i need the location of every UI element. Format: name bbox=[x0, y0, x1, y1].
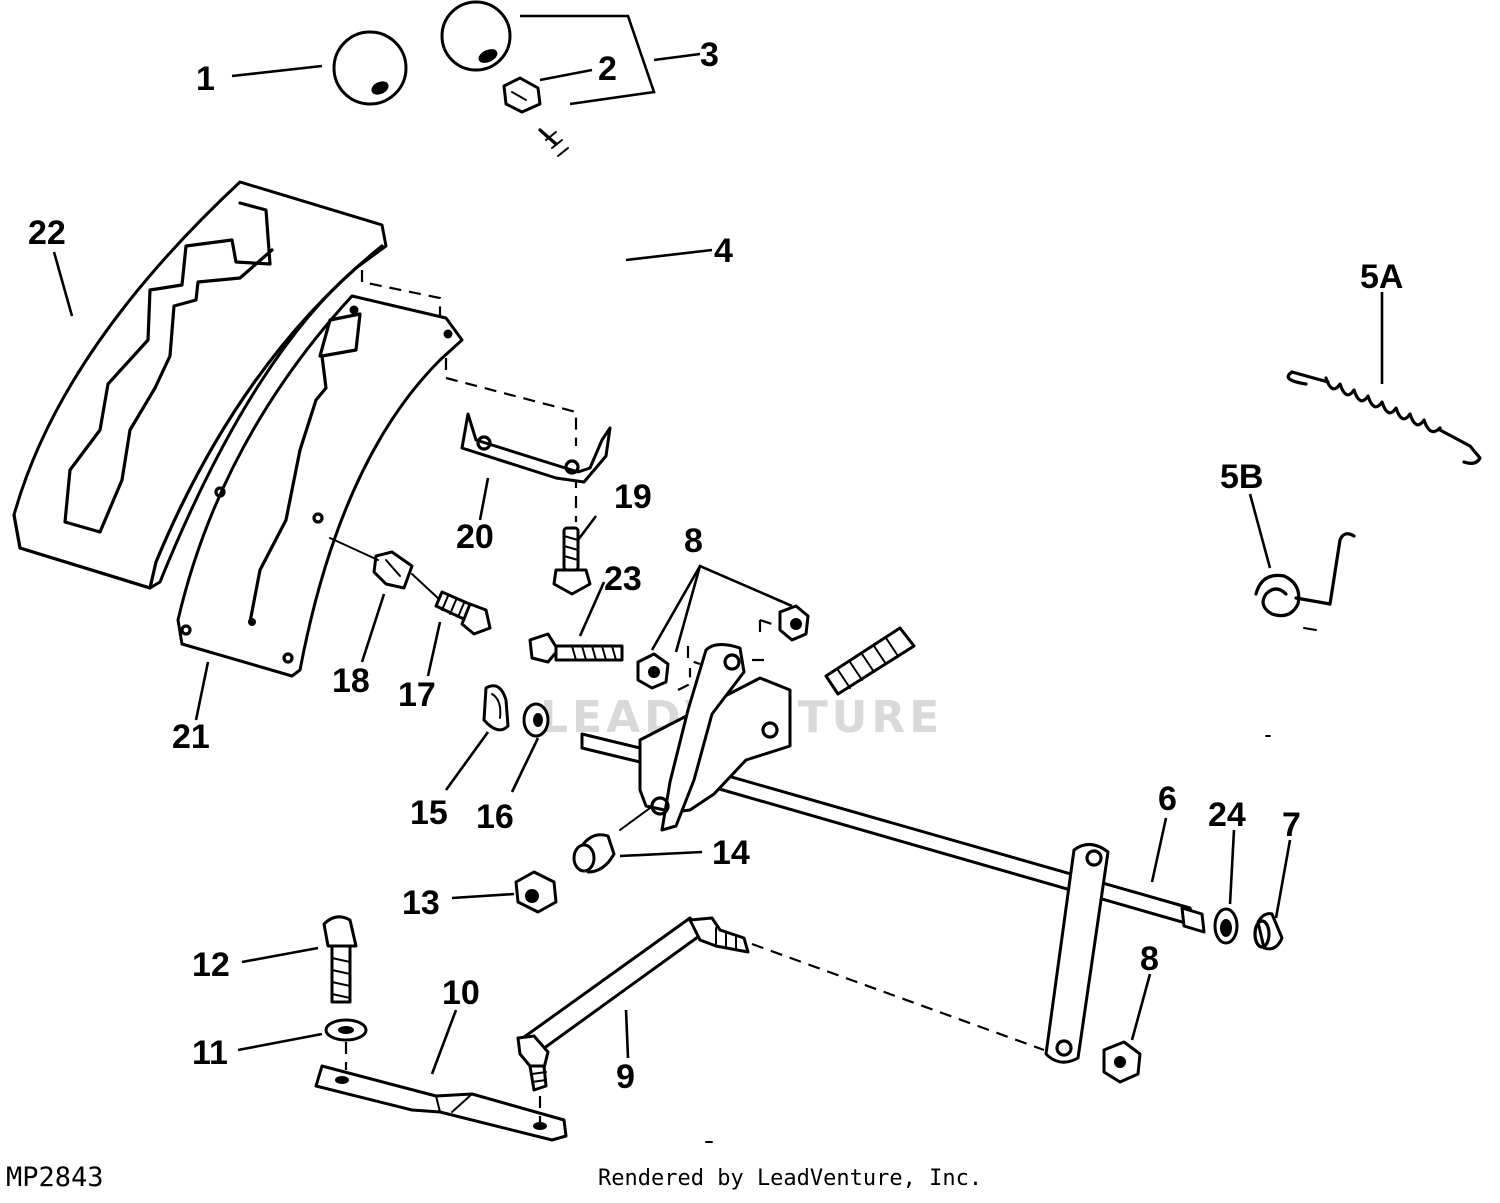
part-1-knob bbox=[332, 30, 408, 106]
leader-lines bbox=[52, 52, 1384, 1075]
callout-22: 22 bbox=[28, 214, 66, 252]
callout-2: 2 bbox=[598, 50, 617, 88]
callout-1: 1 bbox=[196, 60, 215, 98]
part-11-washer bbox=[324, 1018, 368, 1042]
part-23-bolt bbox=[528, 632, 624, 664]
callout-21: 21 bbox=[172, 718, 210, 756]
alignment-line-plate bbox=[444, 358, 578, 446]
alignment-line-strap bbox=[344, 1042, 542, 1122]
callout-19: 19 bbox=[614, 478, 652, 516]
part-18-clip-nut bbox=[372, 550, 414, 590]
part-3-knob bbox=[440, 0, 512, 72]
callout-14: 14 bbox=[712, 834, 750, 872]
part-22-console-cover bbox=[12, 180, 388, 590]
alignment-line-link bbox=[751, 942, 1045, 1052]
stray-marks bbox=[705, 735, 1271, 1143]
callout-labels: 1 2 3 4 5A 5B 6 7 8 8 9 10 11 12 13 14 1… bbox=[28, 36, 1403, 1096]
part-6-shift-shaft bbox=[580, 643, 1206, 1064]
part-24-washer bbox=[1213, 907, 1239, 945]
part-19-bolt bbox=[552, 526, 592, 596]
callout-13: 13 bbox=[402, 884, 440, 922]
callout-20: 20 bbox=[456, 518, 494, 556]
part-2-insert bbox=[502, 76, 542, 114]
render-credit: Rendered by LeadVenture, Inc. bbox=[598, 1166, 983, 1191]
part-12-bolt bbox=[322, 915, 358, 1004]
callout-8-upper: 8 bbox=[684, 522, 703, 560]
part-5A-spring bbox=[1286, 370, 1482, 465]
callout-7: 7 bbox=[1282, 806, 1301, 844]
part-9-shift-link bbox=[516, 916, 750, 1092]
part-17-screw bbox=[434, 590, 492, 636]
callout-11: 11 bbox=[192, 1034, 228, 1072]
part-5B-torsion-spring bbox=[1254, 532, 1356, 631]
callout-10: 10 bbox=[442, 974, 480, 1012]
callout-16: 16 bbox=[476, 798, 514, 836]
callout-6: 6 bbox=[1158, 780, 1177, 818]
part-15-spring-washer bbox=[482, 684, 510, 732]
leader-8-upper-bracket bbox=[650, 564, 793, 651]
assembly-bracket-3 bbox=[520, 14, 656, 106]
fastener-axis-line bbox=[329, 537, 441, 601]
callout-5A: 5A bbox=[1360, 258, 1403, 296]
callout-9: 9 bbox=[616, 1058, 635, 1096]
part-21-shift-plate bbox=[176, 294, 464, 678]
part-14-bushing bbox=[572, 833, 616, 874]
bushing-axis-line bbox=[619, 807, 651, 831]
alignment-marks-pivot bbox=[677, 618, 773, 691]
callout-12: 12 bbox=[192, 946, 230, 984]
callout-24: 24 bbox=[1208, 796, 1246, 834]
part-20-bracket bbox=[460, 412, 612, 484]
callout-17: 17 bbox=[398, 676, 436, 714]
callout-15: 15 bbox=[410, 794, 448, 832]
alignment-line-console bbox=[360, 270, 442, 318]
callout-8-lower: 8 bbox=[1140, 940, 1159, 978]
callout-18: 18 bbox=[332, 662, 370, 700]
part-13-nut bbox=[514, 870, 558, 914]
part-10-strap bbox=[314, 1064, 568, 1142]
part-16-washer bbox=[522, 702, 550, 738]
callout-5B: 5B bbox=[1220, 458, 1263, 496]
part-8-nut-upper bbox=[636, 604, 810, 690]
part-8-nut-lower bbox=[1102, 1040, 1142, 1084]
callout-3: 3 bbox=[700, 36, 719, 74]
part-7-bushing bbox=[1253, 912, 1284, 951]
part-4-shift-lever bbox=[538, 128, 1009, 696]
figure-id: MP2843 bbox=[6, 1162, 104, 1193]
callout-4: 4 bbox=[714, 232, 733, 270]
callout-23: 23 bbox=[604, 560, 642, 598]
